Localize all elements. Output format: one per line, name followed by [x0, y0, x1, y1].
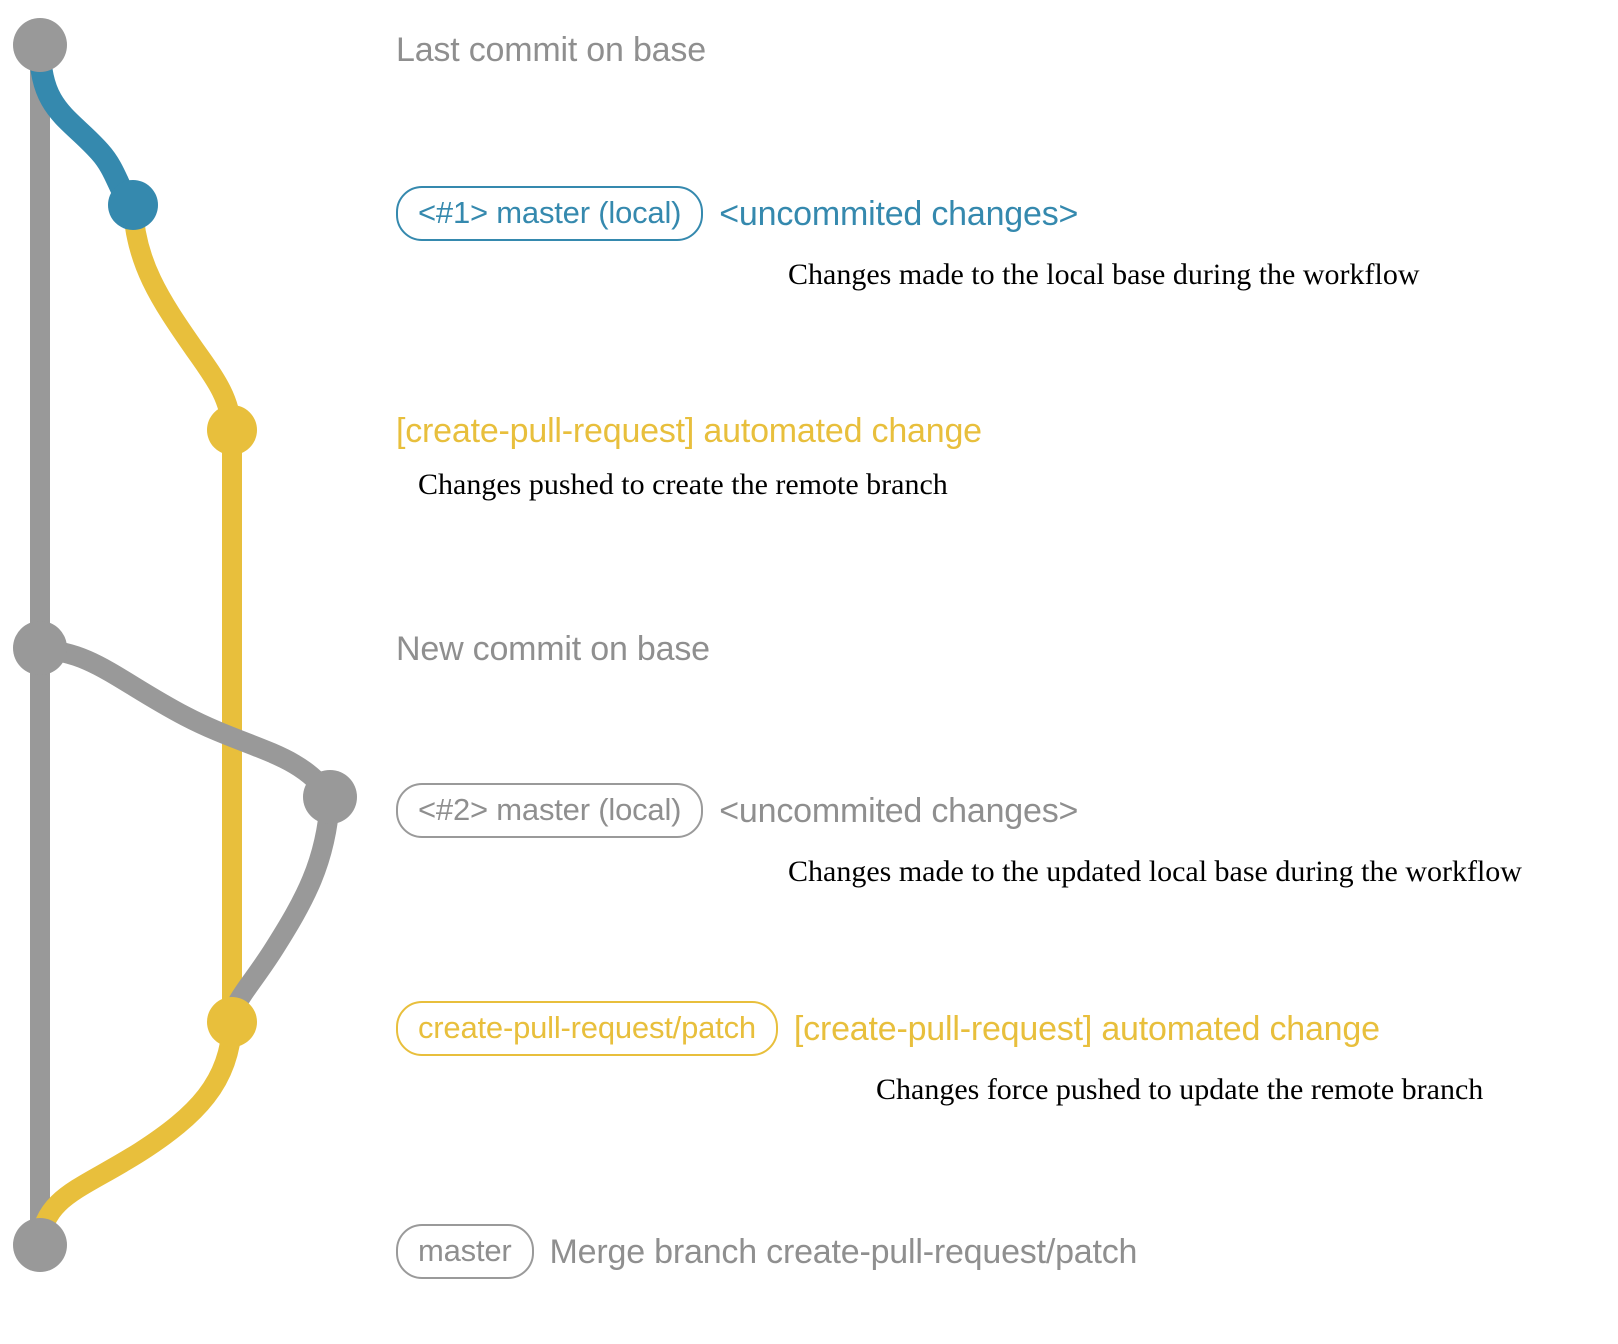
entry-new-commit-on-base: New commit on base — [396, 632, 710, 666]
branch-badge-create-pull-request-patch[interactable]: create-pull-request/patch — [396, 1001, 778, 1056]
entry-automated-change-2: create-pull-request/patch [create-pull-r… — [396, 1001, 1483, 1105]
automated-change-2-node[interactable] — [207, 997, 257, 1047]
last-commit-on-base-node[interactable] — [13, 18, 67, 72]
entry-headline: New commit on base — [396, 630, 710, 668]
entry-master-local-2: <#2> master (local) <uncommited changes>… — [396, 783, 1522, 887]
branch-badge-master-local-2[interactable]: <#2> master (local) — [396, 783, 704, 838]
edge-master-local-1-to-automated-change-1 — [123, 196, 242, 440]
edge-new-base-to-master-local-2 — [30, 640, 340, 807]
entry-last-commit-on-base: Last commit on base — [396, 33, 706, 67]
edge-automated-change-2-to-merge — [30, 1014, 242, 1255]
badge-line: create-pull-request/patch [create-pull-r… — [396, 1001, 1483, 1056]
entry-description: Changes force pushed to update the remot… — [876, 1073, 1484, 1106]
entry-description: Changes made to the updated local base d… — [788, 855, 1522, 888]
git-graph — [13, 18, 357, 1272]
entry-headline: <uncommited changes> — [719, 194, 1079, 233]
master-local-2-node[interactable] — [303, 770, 357, 824]
entry-automated-change-1: [create-pull-request] automated change C… — [396, 414, 982, 500]
badge-line: <#2> master (local) <uncommited changes> — [396, 783, 1522, 838]
badge-line: <#1> master (local) <uncommited changes> — [396, 186, 1420, 241]
entry-headline: [create-pull-request] automated change — [793, 1009, 1380, 1048]
entry-description: Changes made to the local base during th… — [788, 258, 1420, 291]
merge-commit-master-node[interactable] — [13, 1218, 67, 1272]
entry-merge-commit: master Merge branch create-pull-request/… — [396, 1224, 1137, 1279]
master-local-1-node[interactable] — [108, 180, 158, 230]
branch-badge-master[interactable]: master — [396, 1224, 534, 1279]
automated-change-1-node[interactable] — [207, 405, 257, 455]
new-commit-on-base-node[interactable] — [13, 621, 67, 675]
badge-line: master Merge branch create-pull-request/… — [396, 1224, 1137, 1279]
entry-description: Changes pushed to create the remote bran… — [418, 468, 948, 501]
entry-master-local-1: <#1> master (local) <uncommited changes>… — [396, 186, 1420, 290]
entry-headline: Merge branch create-pull-request/patch — [549, 1232, 1138, 1271]
entry-headline: Last commit on base — [396, 31, 706, 69]
entry-headline: [create-pull-request] automated change — [396, 412, 982, 450]
branch-badge-master-local-1[interactable]: <#1> master (local) — [396, 186, 704, 241]
entry-headline: <uncommited changes> — [719, 791, 1079, 830]
